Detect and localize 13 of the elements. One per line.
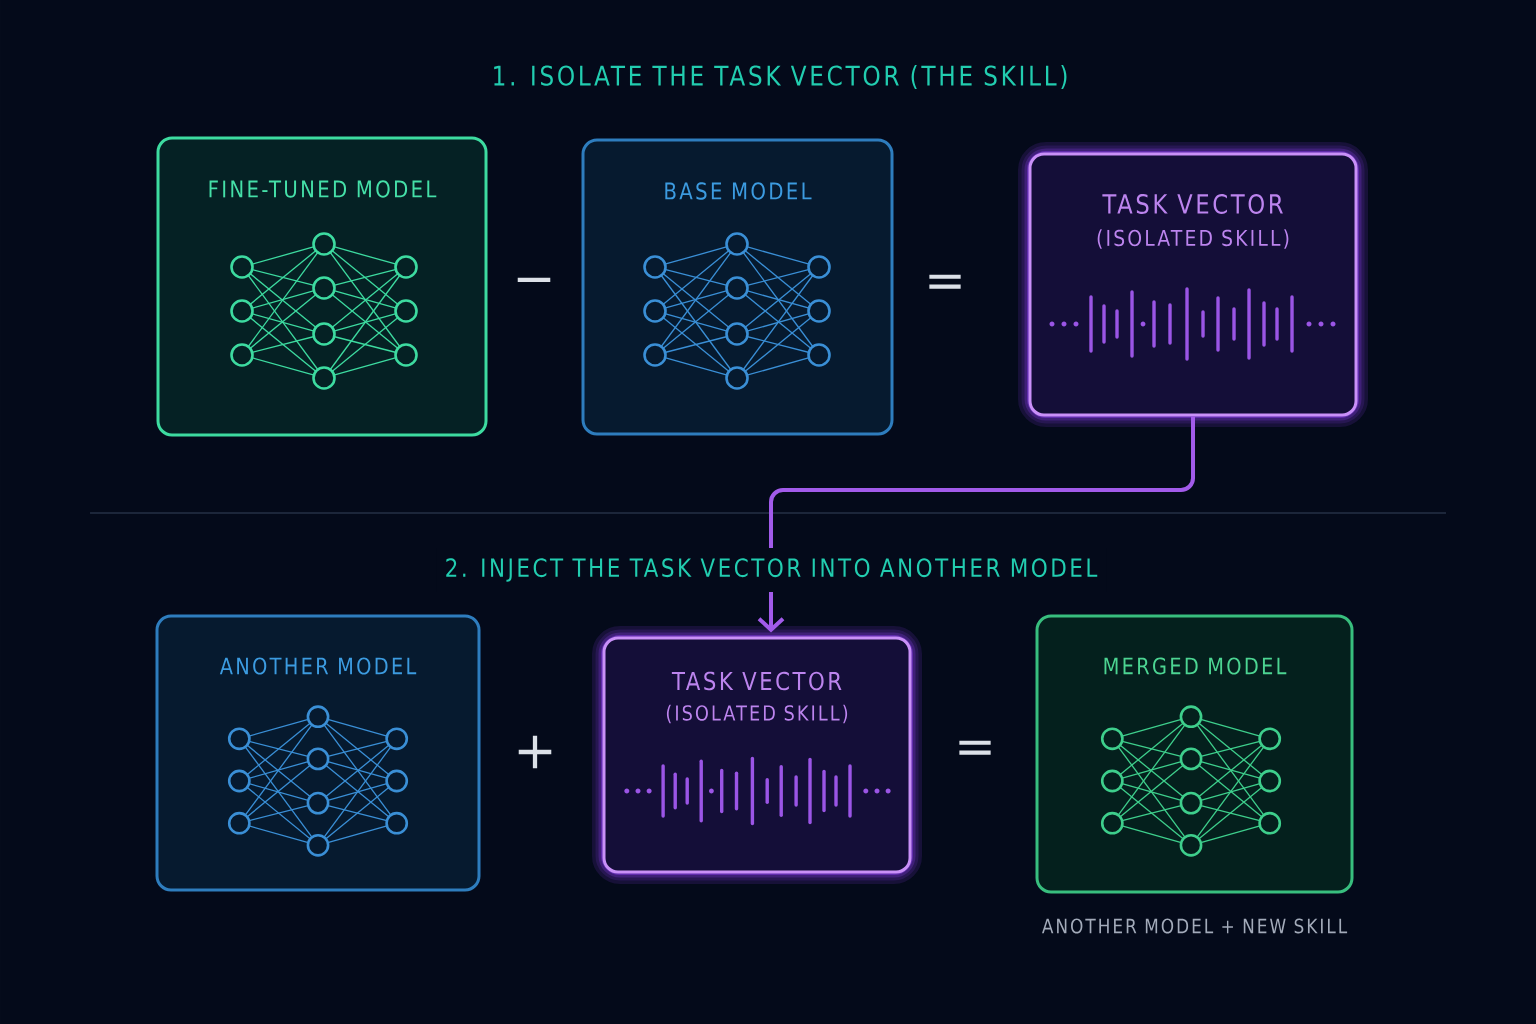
model-box: FINE-TUNED MODEL [156, 136, 488, 437]
equals-sign: = [959, 740, 991, 755]
vector-box: TASK VECTOR (ISOLATED SKILL) [592, 626, 922, 884]
node-label: ANOTHER MODEL + NEW SKILL [1042, 918, 1348, 934]
model-box: MERGED MODEL [1035, 614, 1354, 894]
model-box: BASE MODEL [581, 138, 894, 436]
minus-sign: − [517, 277, 551, 283]
plus-sign: + [518, 735, 552, 769]
section-heading: 2. INJECT THE TASK VECTOR INTO ANOTHER MODEL [446, 558, 1098, 582]
vector-box: TASK VECTOR (ISOLATED SKILL) [1018, 142, 1368, 427]
equals-sign: = [929, 274, 961, 289]
section-heading: 1. ISOLATE THE TASK VECTOR (THE SKILL) [494, 64, 1067, 89]
model-box: ANOTHER MODEL [155, 614, 481, 892]
